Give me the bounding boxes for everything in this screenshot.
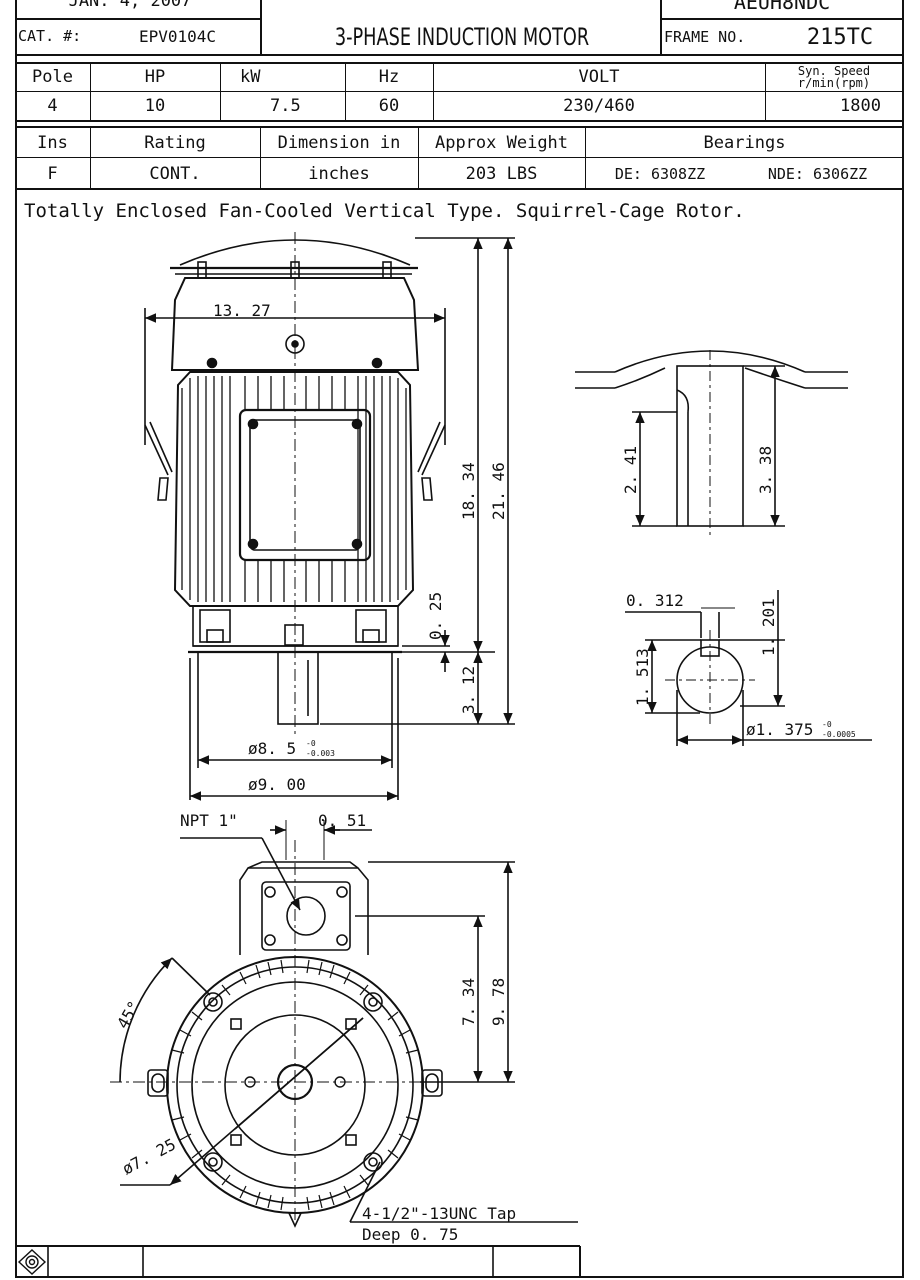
td-syn-speed: 1800 <box>840 96 881 116</box>
dim-18-34: 18. 34 <box>459 462 478 520</box>
dim-7-34: 7. 34 <box>459 978 478 1026</box>
front-view <box>144 232 515 801</box>
td-rating: CONT. <box>149 164 201 184</box>
td-dimension: inches <box>308 164 370 184</box>
td-volt: 230/460 <box>563 96 635 116</box>
dim-1-201: 1. 201 <box>759 598 778 656</box>
dim-7-25: ø7. 25 <box>119 1135 179 1179</box>
date-value: JAN. 4, 2007 <box>68 0 192 11</box>
th-hz: Hz <box>378 67 400 87</box>
dim-0-51: 0. 51 <box>318 811 366 830</box>
frame-label: FRAME NO. <box>664 28 746 46</box>
bottom-title-block <box>15 1245 581 1278</box>
dim-21-46: 21. 46 <box>489 462 508 520</box>
td-hp: 10 <box>144 96 166 116</box>
dim-1-375: ø1. 375 <box>746 720 813 739</box>
description: Totally Enclosed Fan-Cooled Vertical Typ… <box>24 200 745 222</box>
frame-value: 215TC <box>806 24 874 50</box>
dim-9-00: ø9. 00 <box>248 775 306 794</box>
th-hp: HP <box>144 67 166 87</box>
cat-value: EPV0104C <box>138 26 217 46</box>
dim-2-41: 2. 41 <box>621 446 640 494</box>
dim-8-5-tol-upper: -0 <box>306 739 316 748</box>
spec-table-top <box>15 62 904 122</box>
spec-table-bottom <box>15 126 904 190</box>
dim-1-375-tol-upper: -0 <box>822 720 832 729</box>
shaft-end-detail <box>625 590 872 746</box>
tap-line-1: 4-1/2"-13UNC Tap <box>362 1204 516 1223</box>
th-pole: Pole <box>32 67 73 87</box>
th-rating: Rating <box>144 133 206 153</box>
dim-3-12: 3. 12 <box>459 666 478 714</box>
th-weight: Approx Weight <box>434 133 569 153</box>
drawing-frame <box>15 0 904 1278</box>
npt-label: NPT 1" <box>180 811 238 830</box>
td-kw: 7.5 <box>270 96 301 116</box>
header-block <box>15 0 904 56</box>
td-ins: F <box>47 164 58 184</box>
dim-9-78: 9. 78 <box>489 978 508 1026</box>
dim-1-375-tol-lower: -0.0005 <box>822 730 856 739</box>
dim-1-513: 1. 513 <box>633 648 652 706</box>
dim-8-5-tol-lower: -0.003 <box>306 749 335 758</box>
th-kw: kW <box>240 67 261 87</box>
end-view <box>110 820 578 1230</box>
dim-0-312: 0. 312 <box>626 591 684 610</box>
model-partial: AEUH8NDC <box>733 0 831 14</box>
revision-symbol <box>17 1249 47 1275</box>
dim-3-38: 3. 38 <box>756 446 775 494</box>
td-hz: 60 <box>378 96 400 116</box>
cat-label: CAT. #: <box>18 27 82 45</box>
dim-13-27: 13. 27 <box>213 301 271 320</box>
th-ins: Ins <box>37 133 68 153</box>
td-bearing-de: DE: 6308ZZ <box>614 165 706 183</box>
dim-8-5: ø8. 5 <box>248 739 296 758</box>
td-bearing-nde: NDE: 6306ZZ <box>767 165 868 183</box>
th-dimension: Dimension in <box>277 133 401 153</box>
title: 3-PHASE INDUCTION MOTOR <box>334 23 590 51</box>
shaft-side-detail <box>575 350 848 535</box>
th-volt: VOLT <box>578 67 620 87</box>
th-bearings: Bearings <box>703 133 786 153</box>
td-pole: 4 <box>47 96 58 116</box>
dim-0-25: 0. 25 <box>426 592 445 640</box>
th-syn-speed: Syn. Speed r/min(rpm) <box>797 64 871 90</box>
tap-line-2: Deep 0. 75 <box>362 1225 458 1244</box>
td-weight: 203 LBS <box>465 164 538 184</box>
